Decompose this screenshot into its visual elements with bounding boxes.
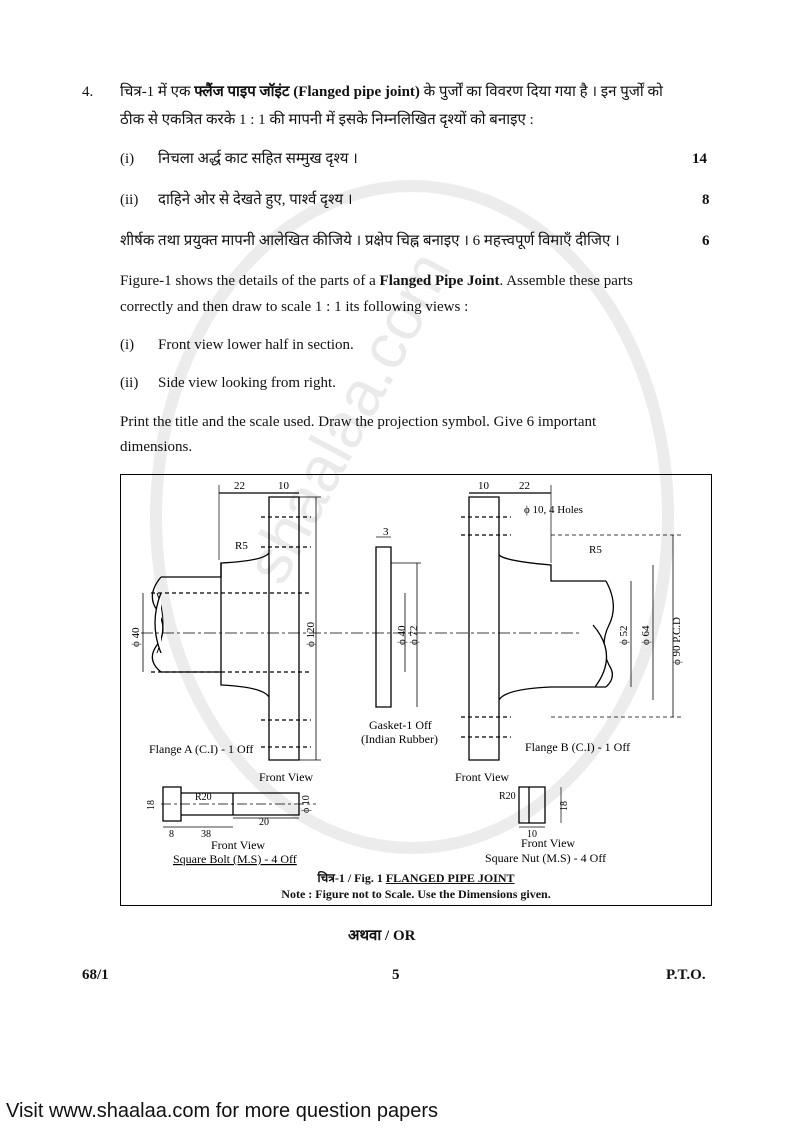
dim-bolt-38: 38 (201, 829, 211, 840)
question-number: 4. (82, 84, 94, 100)
nut-body (518, 786, 546, 824)
visit-link[interactable]: Visit www.shaalaa.com for more question … (6, 1100, 439, 1122)
dim-phi52: ϕ 52 (618, 625, 630, 645)
english-line-3: Print the title and the scale used. Draw… (120, 414, 597, 430)
hindi-line-3: शीर्षक तथा प्रयुक्त मापनी आलेखित कीजिये … (120, 233, 620, 249)
page-number: 5 (392, 967, 400, 983)
label-flange-b: Flange B (C.I) - 1 Off (525, 740, 630, 754)
flanged-pipe-joint-drawing: 22 10 3 10 22 R5 R5 ϕ 10, 4 Holes ϕ 40 ϕ… (130, 480, 683, 866)
dim-nut-18: 18 (559, 801, 570, 811)
dim-r5-a: R5 (235, 540, 248, 552)
hindi-line-2: ठीक से एकत्रित करके 1 : 1 की मापनी में इ… (120, 112, 534, 128)
hindi-item-2-marks: 8 (702, 192, 710, 208)
dim-phi40-a: ϕ 40 (130, 627, 142, 647)
label-square-bolt: Square Bolt (M.S) - 4 Off (173, 852, 297, 866)
figure-frame: 22 10 3 10 22 R5 R5 ϕ 10, 4 Holes ϕ 40 ϕ… (120, 474, 712, 906)
bolt-head (162, 786, 182, 822)
dim-10-b: 10 (478, 480, 490, 492)
figure-caption: चित्र-1 / Fig. 1 FLANGED PIPE JOINT (317, 871, 515, 885)
hindi-item-1-text: निचला अर्द्ध काट सहित सम्मुख दृश्य । (158, 151, 358, 167)
hindi-item-1-num: (i) (120, 151, 135, 167)
hindi-item-2-text: दाहिने ओर से देखते हुए, पार्श्व दृश्य । (158, 192, 353, 208)
hindi-line-3-marks: 6 (702, 233, 710, 249)
english-line-1: Figure-1 shows the details of the parts … (120, 273, 633, 289)
english-item-2-text: Side view looking from right. (158, 375, 336, 391)
dim-phi90-pcd: ϕ 90 P.C.D (671, 617, 683, 665)
label-front-view-a: Front View (259, 770, 313, 784)
figure-note: Note : Figure not to Scale. Use the Dime… (281, 887, 551, 901)
dim-nut-10: 10 (527, 829, 537, 840)
paper-code: 68/1 (82, 967, 109, 983)
dim-phi120: ϕ 120 (305, 621, 317, 647)
english-item-1-text: Front view lower half in section. (158, 337, 354, 353)
dim-22-a: 22 (234, 480, 245, 492)
label-gasket-2: (Indian Rubber) (361, 732, 438, 746)
label-bolt-front-view: Front View (211, 838, 265, 852)
label-flange-a: Flange A (C.I) - 1 Off (149, 742, 253, 756)
dim-3: 3 (383, 526, 389, 538)
flange-a-pipe (161, 576, 221, 673)
english-item-2-num: (ii) (120, 375, 139, 391)
flange-b-hub (498, 554, 606, 701)
english-line-2: correctly and then draw to scale 1 : 1 i… (120, 299, 469, 315)
label-front-view-b: Front View (455, 770, 509, 784)
english-item-1-num: (i) (120, 337, 135, 353)
or-separator: अथवा / OR (348, 928, 416, 944)
label-gasket-1: Gasket-1 Off (369, 718, 432, 732)
hindi-item-1-marks: 14 (692, 151, 707, 167)
dim-r20-bolt: R20 (195, 792, 212, 803)
dim-holes: ϕ 10, 4 Holes (524, 504, 583, 516)
dim-bolt-20: 20 (259, 817, 269, 828)
dim-r20-nut: R20 (499, 791, 516, 802)
dim-22-b: 22 (519, 480, 530, 492)
english-line-4: dimensions. (120, 439, 193, 455)
hindi-line-1: चित्र-1 में एक फ्लैंज पाइप जॉइंट (Flange… (120, 84, 663, 100)
dim-gasket-phi72: ϕ 72 (408, 625, 420, 645)
dim-bolt-phi10: ϕ 10 (301, 795, 312, 813)
label-nut-front-view: Front View (521, 836, 575, 850)
dim-r5-b: R5 (589, 544, 602, 556)
hindi-item-2-num: (ii) (120, 192, 139, 208)
dim-10-a: 10 (278, 480, 290, 492)
dim-bolt-8: 8 (169, 829, 174, 840)
flange-b-body (468, 496, 500, 761)
label-square-nut: Square Nut (M.S) - 4 Off (485, 851, 606, 865)
dim-bolt-18: 18 (146, 800, 157, 810)
flange-b-break (603, 580, 614, 688)
dim-phi64: ϕ 64 (640, 625, 652, 645)
dim-gasket-phi40: ϕ 40 (396, 625, 408, 645)
flange-a-hub (220, 552, 270, 698)
gasket-body (375, 546, 392, 708)
pto-label: P.T.O. (666, 967, 706, 983)
